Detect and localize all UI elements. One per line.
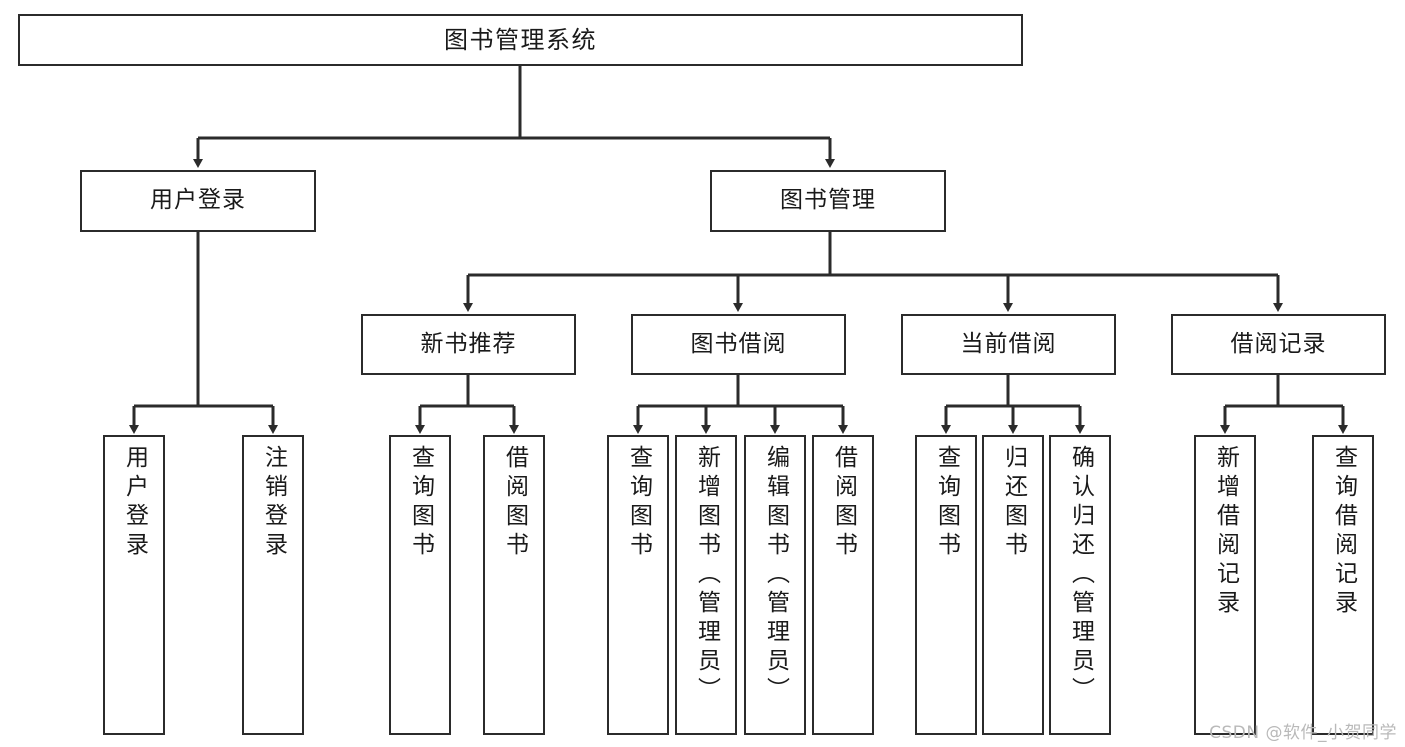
node-label: 借阅图书 [830, 445, 857, 561]
node-label: 新书推荐 [420, 330, 517, 357]
node-level2-book-management[interactable]: 图书管理 [710, 170, 946, 232]
node-level3-borrow-record[interactable]: 借阅记录 [1171, 314, 1386, 375]
node-label: 编辑图书（管理员） [762, 445, 789, 706]
node-leaf-add-book-admin[interactable]: 新增图书（管理员） [675, 435, 737, 735]
node-label: 借阅图书 [501, 445, 528, 561]
watermark: CSDN @软件_小贺同学 [1209, 723, 1397, 743]
node-label: 当前借阅 [960, 330, 1057, 357]
node-leaf-edit-book-admin[interactable]: 编辑图书（管理员） [744, 435, 806, 735]
node-label: 查询图书 [933, 445, 960, 561]
node-label: 借阅记录 [1230, 330, 1327, 357]
node-label: 查询借阅记录 [1330, 445, 1357, 619]
node-leaf-borrow-book-recommend[interactable]: 借阅图书 [483, 435, 545, 735]
node-label: 查询图书 [407, 445, 434, 561]
node-label: 新增图书（管理员） [693, 445, 720, 706]
node-leaf-query-book-current[interactable]: 查询图书 [915, 435, 977, 735]
node-label: 查询图书 [625, 445, 652, 561]
node-leaf-user-login[interactable]: 用户登录 [103, 435, 165, 735]
node-label: 新增借阅记录 [1212, 445, 1239, 619]
node-level2-user-login[interactable]: 用户登录 [80, 170, 316, 232]
node-label: 注销登录 [260, 445, 287, 561]
node-label: 图书管理系统 [444, 25, 597, 54]
node-leaf-logout[interactable]: 注销登录 [242, 435, 304, 735]
node-label: 用户登录 [150, 187, 246, 214]
node-leaf-return-book[interactable]: 归还图书 [982, 435, 1044, 735]
node-leaf-query-book-borrow[interactable]: 查询图书 [607, 435, 669, 735]
node-leaf-confirm-return-admin[interactable]: 确认归还（管理员） [1049, 435, 1111, 735]
node-label: 图书管理 [780, 187, 876, 214]
node-level3-current-borrow[interactable]: 当前借阅 [901, 314, 1116, 375]
node-leaf-query-book-recommend[interactable]: 查询图书 [389, 435, 451, 735]
node-label: 用户登录 [121, 445, 148, 561]
node-leaf-add-borrow-record[interactable]: 新增借阅记录 [1194, 435, 1256, 735]
node-root[interactable]: 图书管理系统 [18, 14, 1023, 66]
node-level3-new-book-recommend[interactable]: 新书推荐 [361, 314, 576, 375]
node-leaf-query-borrow-record[interactable]: 查询借阅记录 [1312, 435, 1374, 735]
node-leaf-borrow-book[interactable]: 借阅图书 [812, 435, 874, 735]
node-level3-book-borrow[interactable]: 图书借阅 [631, 314, 846, 375]
node-label: 图书借阅 [690, 330, 787, 357]
node-label: 确认归还（管理员） [1067, 445, 1094, 706]
node-label: 归还图书 [1000, 445, 1027, 561]
